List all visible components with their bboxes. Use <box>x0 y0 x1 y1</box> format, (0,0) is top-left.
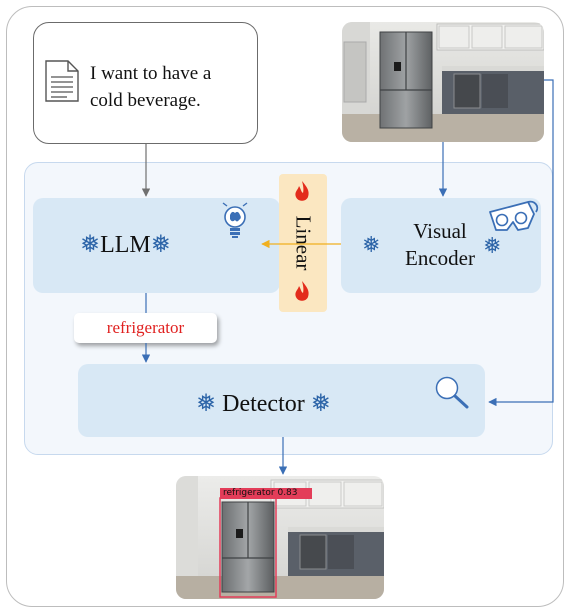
detector-label: Detector <box>222 391 305 417</box>
input-kitchen-image <box>342 22 544 142</box>
magnifier-icon <box>435 376 469 409</box>
encoder-label-line2: Encoder <box>405 246 475 270</box>
detection-label: refrigerator 0.83 <box>223 488 298 498</box>
fire-icon <box>295 281 309 301</box>
snowflake-icon: ❅ <box>196 391 217 417</box>
output-tag-label: refrigerator <box>106 318 185 337</box>
encoder-label: Visual Encoder <box>395 218 485 272</box>
output-tag-box <box>74 313 217 343</box>
document-icon <box>45 60 79 102</box>
llm-label: LLM <box>100 232 151 258</box>
fire-icon <box>295 181 309 201</box>
llm-label-row: ❅LLM❅ <box>80 230 171 260</box>
query-line-1: I want to have a <box>90 63 212 84</box>
kitchen-photo <box>342 22 544 142</box>
output-detection-image: refrigerator 0.83 <box>176 476 384 599</box>
snowflake-icon: ❅ <box>310 391 331 417</box>
detector-label-row: ❅ Detector ❅ <box>196 389 331 419</box>
query-line-2: cold beverage. <box>90 90 201 111</box>
snowflake-icon: ❅ <box>483 233 502 258</box>
snowflake-icon: ❅ <box>362 232 381 257</box>
encoder-label-line1: Visual <box>413 219 467 243</box>
query-text: I want to have a cold beverage. <box>90 60 260 114</box>
image-to-detector-arrow <box>488 79 554 407</box>
detector-block <box>78 364 485 437</box>
brain-bulb-icon <box>222 202 248 238</box>
glasses-icon <box>489 200 539 231</box>
snowflake-icon: ❅ <box>150 232 171 258</box>
kitchen-photo-detected <box>176 476 384 599</box>
detection-label-bg <box>220 488 312 499</box>
snowflake-icon: ❅ <box>80 232 101 258</box>
